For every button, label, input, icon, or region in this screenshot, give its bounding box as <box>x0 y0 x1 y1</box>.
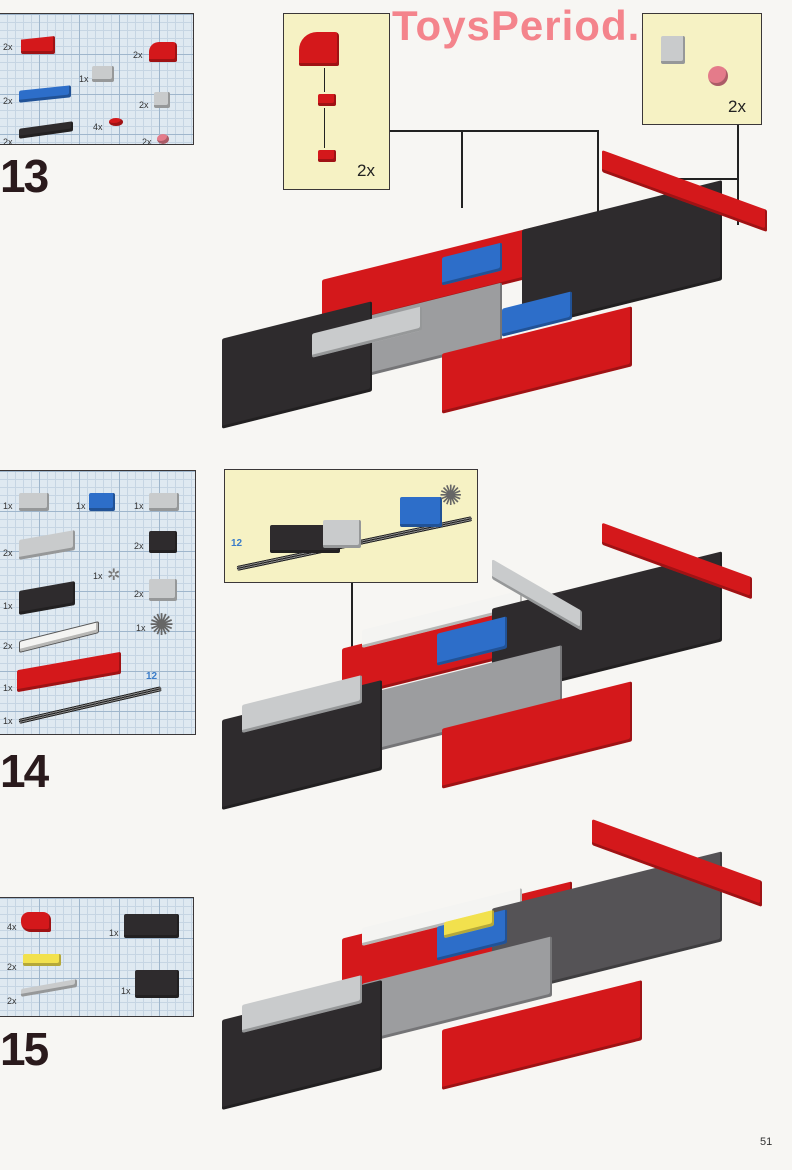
step-number: 14 <box>0 745 49 797</box>
part-gray-headlight-brick <box>661 36 685 64</box>
step-number: 15 <box>0 1023 49 1075</box>
part-qty: 2x <box>3 548 13 558</box>
part-red-curved-brick <box>149 42 177 62</box>
connector-line <box>390 130 598 132</box>
part-qty: 1x <box>3 683 13 693</box>
part-gray-headlight-brick <box>154 92 170 108</box>
part-gray-brick-1x4 <box>19 530 75 560</box>
part-blue-technic-brick <box>89 493 115 511</box>
step-13-model-illustration <box>222 149 782 460</box>
part-qty: 2x <box>3 137 13 147</box>
part-qty: 2x <box>133 50 143 60</box>
part-red-plate <box>318 150 336 162</box>
page-number: 51 <box>760 1136 773 1148</box>
step-15-model-illustration <box>222 819 782 1130</box>
connector-line <box>351 583 353 683</box>
part-gray-inverted-slope <box>149 579 177 601</box>
part-qty: 2x <box>3 96 13 106</box>
part-qty: 1x <box>121 986 131 996</box>
part-qty: 1x <box>109 928 119 938</box>
step-14-parts-list: 1x 1x 1x 2x 2x 1x ✲ 2x 1x 1x ✺ 2x 1x 12 … <box>0 470 196 735</box>
part-red-curved-slope <box>21 912 51 932</box>
part-axle <box>18 686 162 724</box>
callout-gray-brick <box>323 520 361 548</box>
part-qty: 1x <box>93 571 103 581</box>
part-gray-technic-brick <box>92 66 114 82</box>
gear-icon: ✺ <box>439 480 463 511</box>
part-black-plate <box>19 121 73 139</box>
step-15-parts-list: 4x 1x 2x 2x 1x <box>0 897 194 1017</box>
small-gear-icon: ✲ <box>107 567 121 584</box>
connector-line <box>461 130 463 208</box>
part-yellow-plate <box>23 954 61 966</box>
callout-blue-brick <box>400 497 442 527</box>
axle-length-label: 12 <box>146 671 158 682</box>
part-black-technic-brick-1x4 <box>19 581 75 615</box>
part-gray-brick-1x2 <box>19 493 49 511</box>
part-black-technic-brick-1x3 <box>135 970 179 998</box>
part-gray-plate-1x4 <box>21 979 77 997</box>
part-qty: 1x <box>134 501 144 511</box>
part-qty: 1x <box>3 601 13 611</box>
step-13-parts-list: 2x 1x 2x 2x 2x 4x 2x 2x <box>0 13 194 147</box>
part-qty: 2x <box>7 962 17 972</box>
part-red-plate <box>318 94 336 106</box>
gear-24-icon: ✺ <box>149 609 175 642</box>
part-qty: 4x <box>93 122 103 132</box>
part-pink-round-tile <box>157 134 169 144</box>
step-14-callout-axle-assembly: 12 ✺ <box>224 469 478 583</box>
step-13-callout-curved-stack: 2x <box>283 13 390 190</box>
part-gray-technic-brick <box>149 493 179 511</box>
part-red-round-plate <box>109 118 123 126</box>
part-pink-round-tile <box>708 66 728 86</box>
part-qty: 1x <box>136 623 146 633</box>
connector-line <box>737 125 739 225</box>
part-black-slope <box>149 531 177 553</box>
part-white-plate <box>19 621 99 653</box>
part-qty: 2x <box>134 541 144 551</box>
step-number: 13 <box>0 150 49 202</box>
part-black-technic-brick-notched <box>124 914 179 938</box>
step-13-callout-headlight: 2x <box>642 13 762 125</box>
part-red-wedge <box>21 36 55 54</box>
part-qty: 1x <box>3 716 13 726</box>
part-red-brick-1x8 <box>17 651 121 693</box>
callout-qty: 2x <box>728 97 746 116</box>
connector-line <box>650 178 738 180</box>
part-red-curved-brick <box>299 32 339 66</box>
step-14-model-illustration <box>222 522 782 830</box>
axle-length-label: 12 <box>231 538 243 549</box>
part-qty: 1x <box>3 501 13 511</box>
part-qty: 2x <box>142 137 152 147</box>
part-blue-plate <box>19 85 71 103</box>
part-qty: 2x <box>134 589 144 599</box>
part-qty: 1x <box>76 501 86 511</box>
part-qty: 2x <box>139 100 149 110</box>
part-qty: 1x <box>79 74 89 84</box>
part-qty: 2x <box>3 641 13 651</box>
part-qty: 2x <box>3 42 13 52</box>
callout-qty: 2x <box>357 161 375 180</box>
part-qty: 2x <box>7 996 17 1006</box>
part-qty: 4x <box>7 922 17 932</box>
